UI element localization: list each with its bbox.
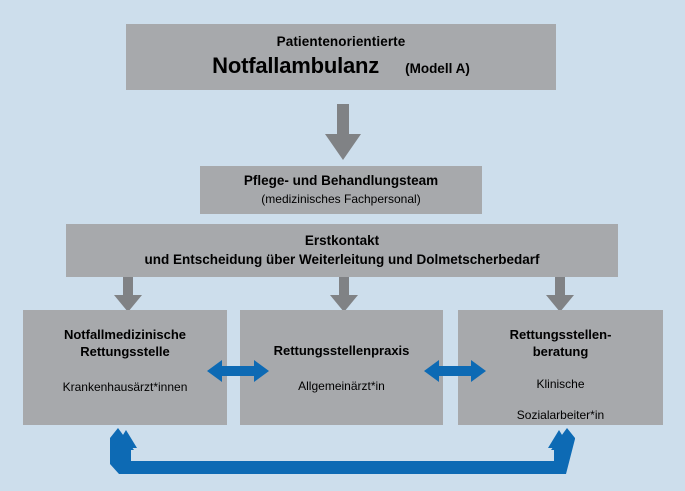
box-notfallmedizinische-role: Krankenhausärzt*innen (62, 379, 188, 394)
box-pflege-behandlungsteam: Pflege- und Behandlungsteam (medizinisch… (200, 166, 482, 214)
box-erstkontakt: Erstkontakt und Entscheidung über Weiter… (66, 224, 618, 277)
down-arrow-icon-1 (325, 104, 361, 160)
down-arrow-icon-3 (330, 277, 358, 312)
box-notfallambulanz-main-row: Notfallambulanz (Modell A) (126, 53, 556, 80)
box-pflege-subtitle: (medizinisches Fachpersonal) (261, 191, 421, 206)
box-rettungsstellenpraxis-role: Allgemeinärzt*in (298, 378, 385, 393)
feedback-loop-connector (110, 428, 575, 474)
box-notfallambulanz-model-label: (Modell A) (405, 61, 470, 77)
double-arrow-icon-left (207, 358, 269, 384)
box-erstkontakt-subtitle: und Entscheidung über Weiterleitung und … (144, 251, 540, 267)
box-notfallmedizinische-rettungsstelle: Notfallmedizinische Rettungsstelle Krank… (23, 310, 227, 425)
box-rettungsstellenberatung-heading-line1: Rettungsstellen- (509, 327, 612, 342)
down-arrow-icon-4 (546, 277, 574, 312)
box-notfallambulanz-title: Notfallambulanz (212, 53, 380, 79)
box-rettungsstellenpraxis-heading: Rettungsstellenpraxis (273, 343, 410, 358)
box-rettungsstellenberatung-role-line2: Sozialarbeiter*in (516, 408, 605, 423)
box-notfallmedizinische-heading-line1: Notfallmedizinische (63, 327, 187, 342)
down-arrow-icon-2 (114, 277, 142, 312)
box-notfallmedizinische-heading-line2: Rettungsstelle (80, 343, 170, 359)
box-rettungsstellenberatung-heading-line2: beratung (532, 343, 589, 359)
double-arrow-icon-right (424, 358, 486, 384)
box-pflege-heading: Pflege- und Behandlungsteam (243, 173, 439, 189)
box-rettungsstellenpraxis: Rettungsstellenpraxis Allgemeinärzt*in (240, 310, 443, 425)
box-rettungsstellenberatung-role-line1: Klinische (536, 376, 585, 391)
box-erstkontakt-heading: Erstkontakt (304, 233, 380, 249)
box-notfallambulanz-subtitle: Patientenorientierte (276, 33, 406, 49)
box-rettungsstellenberatung: Rettungsstellen- beratung Klinische Sozi… (458, 310, 663, 425)
box-notfallambulanz: Patientenorientierte Notfallambulanz (Mo… (126, 24, 556, 90)
